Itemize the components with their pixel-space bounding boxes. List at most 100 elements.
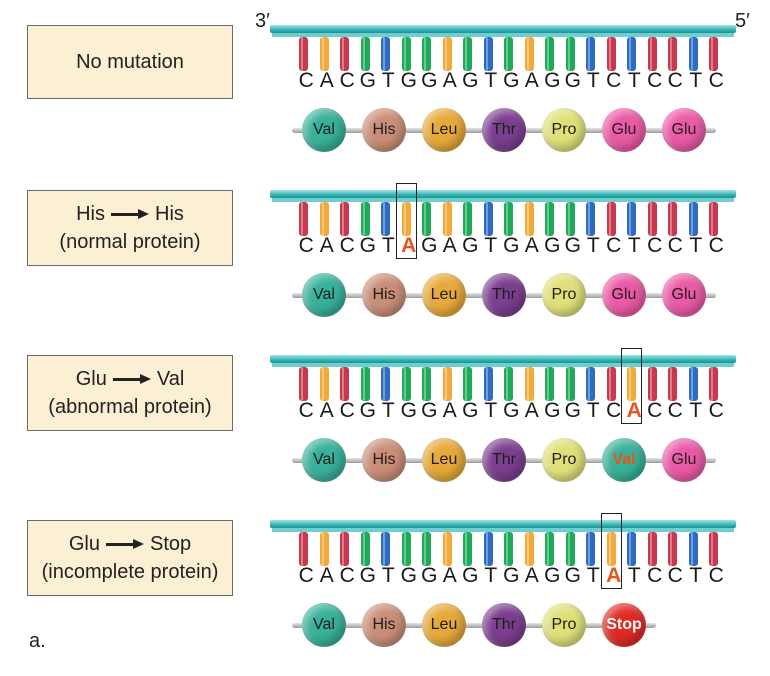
amino-acid-bead: Thr [482,438,526,482]
amino-acid-bead: Pro [542,108,586,152]
dna-base: T [484,69,498,92]
amino-acid-bead: Glu [662,108,706,152]
dna-base: T [627,234,641,257]
dna-base-bar [463,202,472,236]
mutation-from-amino-acid: Glu [75,368,107,390]
dna-base: T [586,564,600,587]
dna-base-bar [504,367,513,401]
dna-base-bar [524,202,534,236]
dna-base: G [564,564,581,587]
amino-acid-bead: Val [302,603,346,647]
dna-base-bar [606,367,616,401]
dna-base-bar [319,37,329,71]
dna-base: G [400,564,417,587]
dna-base: G [462,399,479,422]
dna-base: C [606,69,622,92]
dna-base-bar [463,37,472,71]
dna-base-bar [586,367,595,401]
dna-base-bar [483,37,493,71]
dna-base-bar [545,532,554,566]
dna-base-bar [565,367,575,401]
amino-acid-bead: Val [302,273,346,317]
dna-base: G [544,564,561,587]
dna-base: A [442,564,457,587]
dna-base-bar [422,367,431,401]
mutation-highlight-box [600,513,622,589]
amino-acid-bead: Glu [662,438,706,482]
dna-base-bar [319,532,329,566]
dna-base-bar [360,367,370,401]
dna-base-bar [504,532,513,566]
dna-base-bar [360,37,370,71]
amino-acid-bead: His [362,438,406,482]
dna-base-bar [340,532,349,566]
dna-base: C [606,234,622,257]
dna-base: G [400,69,417,92]
dna-base: C [708,69,724,92]
amino-acid-bead: His [362,108,406,152]
dna-base: C [708,564,724,587]
dna-base-bar [524,532,534,566]
mutation-highlight-box [621,348,642,424]
dna-base-bar [647,367,657,401]
amino-acid-bead: Pro [542,438,586,482]
dna-base: C [708,234,724,257]
dna-base-bar [299,532,308,566]
dna-base-bar [442,532,452,566]
dna-base: T [586,69,600,92]
dna-backbone-edge [272,198,734,202]
dna-base-bar [709,37,718,71]
dna-base: C [298,69,314,92]
dna-base-bar [627,367,636,401]
dna-base-bar [319,367,329,401]
dna-base-bar [463,532,472,566]
dna-base: C [667,399,683,422]
dna-base: C [339,234,355,257]
dna-base-bar [627,37,636,71]
dna-base-bar [668,202,677,236]
dna-base-bar [483,532,493,566]
dna-base-bar [442,202,452,236]
dna-base-bar [463,367,472,401]
dna-base: G [564,234,581,257]
amino-acid-bead: Val [302,438,346,482]
dna-base: A [319,399,334,422]
dna-backbone-edge [272,363,734,367]
dna-base-bar [299,367,308,401]
dna-base-bar [586,202,595,236]
dna-backbone [270,25,736,33]
dna-base-bar [545,202,554,236]
amino-acid-bead: Val [602,438,646,482]
amino-acid-bead: Pro [542,273,586,317]
dna-base-bar [504,37,513,71]
three-prime-end-label: 3′ [255,10,270,32]
dna-base: T [381,564,395,587]
mutation-label-box: No mutation [27,25,233,99]
dna-base: G [564,69,581,92]
dna-base-bar [688,367,698,401]
dna-base: C [298,234,314,257]
dna-base: C [708,399,724,422]
dna-base: A [442,399,457,422]
dna-base: G [359,399,376,422]
mutation-highlight-box [395,183,417,259]
mutation-to-amino-acid: Stop [149,533,192,555]
amino-acid-bead: Leu [422,603,466,647]
dna-base: T [627,564,641,587]
amino-acid-bead: Val [302,108,346,152]
dna-backbone [270,520,736,528]
dna-base-bar [381,532,390,566]
amino-acid-bead: His [362,603,406,647]
arrow-icon [105,539,144,549]
dna-base-bar [483,202,493,236]
dna-base-bar [586,532,595,566]
dna-base: C [298,399,314,422]
dna-base-bar [709,367,718,401]
